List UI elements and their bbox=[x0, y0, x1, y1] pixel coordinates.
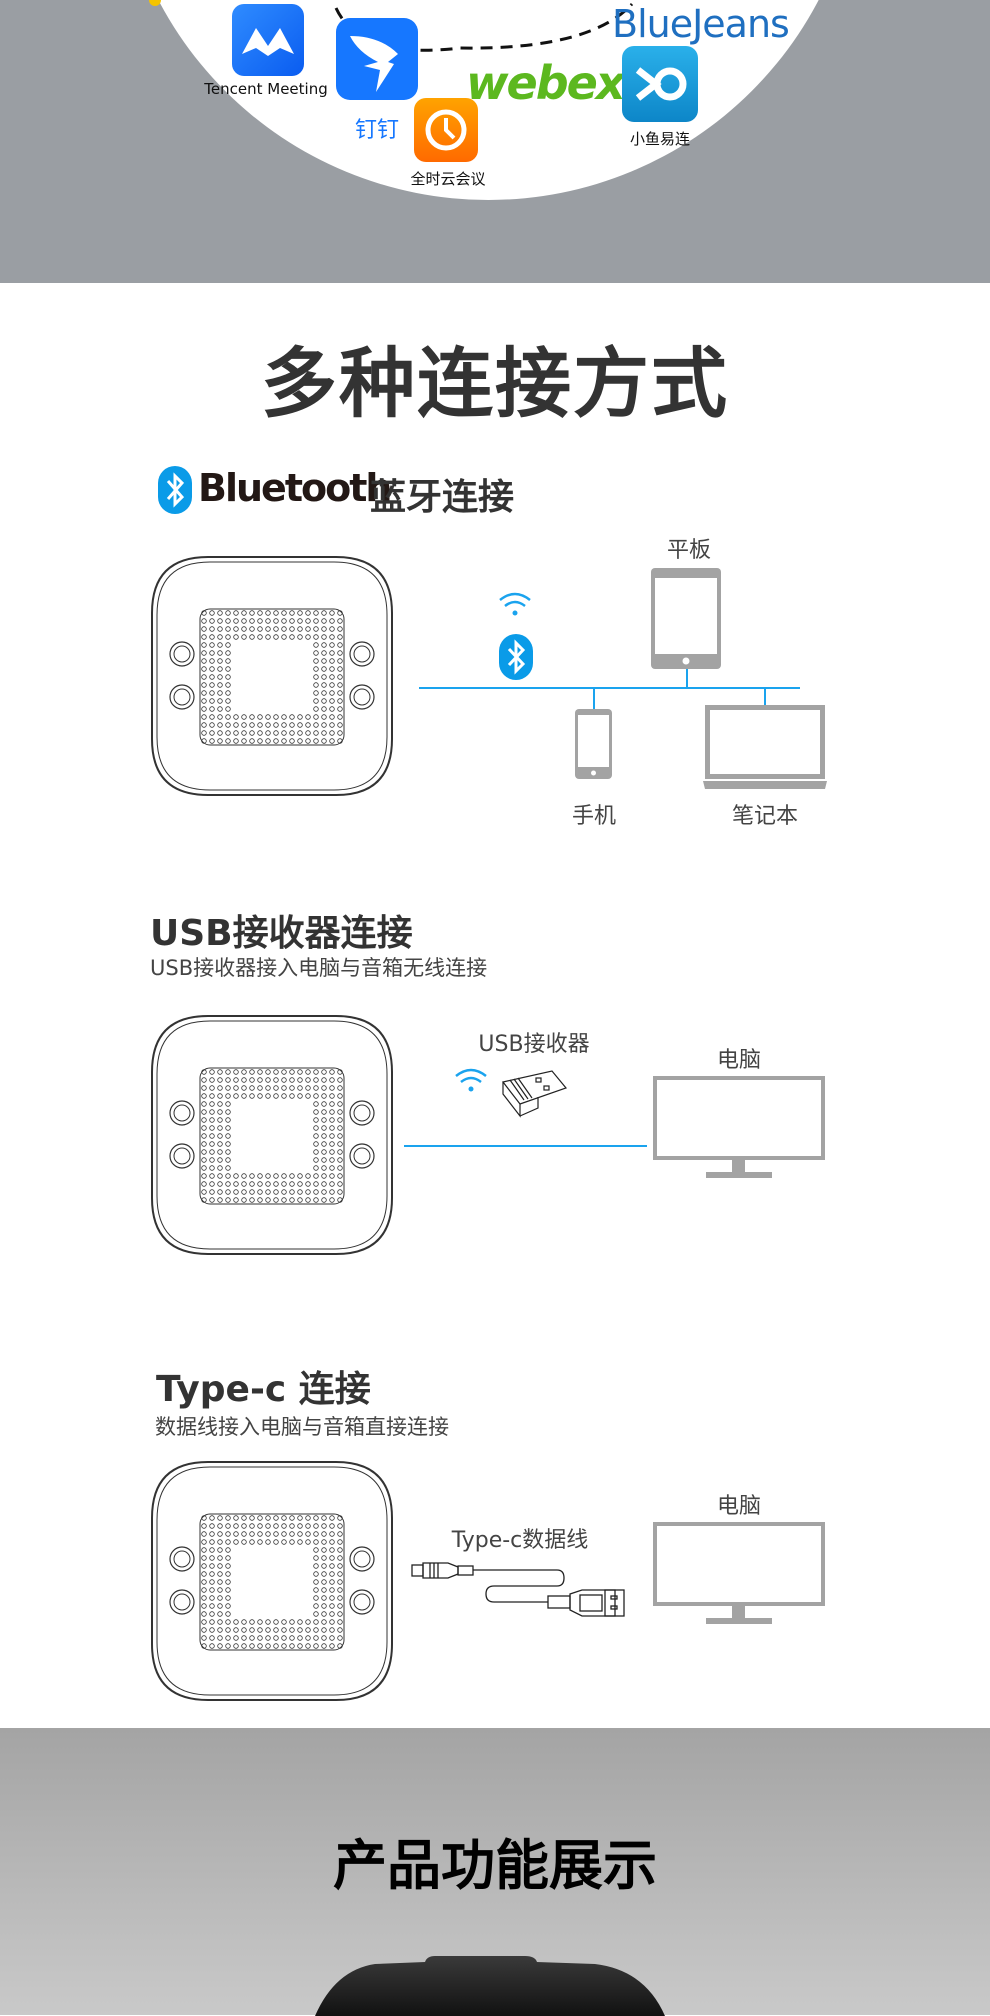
usb-receiver-label: USB接收器 bbox=[478, 1032, 590, 1057]
tencent-meeting-icon bbox=[232, 4, 304, 76]
typec-computer-label: 电脑 bbox=[716, 1494, 762, 1519]
tablet-icon bbox=[651, 568, 721, 669]
volume-up-button-icon bbox=[349, 1546, 375, 1572]
volume-up-button-icon bbox=[349, 1100, 375, 1126]
speaker-illustration bbox=[148, 1012, 396, 1262]
phone-label: 手机 bbox=[571, 804, 617, 829]
typec-subtitle: 数据线接入电脑与音箱直接连接 bbox=[155, 1415, 449, 1439]
xiaoyu-label: 小鱼易连 bbox=[629, 130, 691, 148]
typec-cable-icon bbox=[411, 1562, 625, 1617]
wireless-icon bbox=[499, 592, 531, 616]
volume-down-button-icon bbox=[349, 1143, 375, 1169]
speaker-illustration bbox=[148, 1458, 396, 1708]
xiaoyu-icon bbox=[622, 46, 698, 122]
typec-cable-label: Type-c数据线 bbox=[451, 1528, 589, 1553]
mute-button-icon bbox=[169, 1143, 195, 1169]
quanshi-icon bbox=[414, 98, 478, 162]
volume-up-button-icon bbox=[349, 641, 375, 667]
usb-connection-line bbox=[404, 1145, 647, 1147]
bluejeans-logo: BlueJeans bbox=[612, 2, 790, 46]
tablet-label: 平板 bbox=[666, 538, 712, 563]
mic-mute-button-icon bbox=[169, 1100, 195, 1126]
laptop-label: 笔记本 bbox=[731, 804, 799, 829]
webex-logo: webex bbox=[466, 56, 625, 110]
connector bbox=[593, 688, 595, 710]
connector bbox=[686, 668, 688, 688]
usb-computer-label: 电脑 bbox=[716, 1048, 762, 1073]
typec-title: Type-c 连接 bbox=[156, 1369, 371, 1410]
mic-mute-button-icon bbox=[169, 641, 195, 667]
bluetooth-connection-line bbox=[419, 687, 800, 689]
tencent-meeting-label: Tencent Meeting bbox=[204, 80, 328, 98]
product-image bbox=[315, 1956, 665, 2016]
showcase-section: 产品功能展示 bbox=[0, 1728, 990, 2016]
dingtalk-icon bbox=[336, 18, 418, 100]
quanshi-label: 全时云会议 bbox=[410, 170, 486, 188]
phone-icon bbox=[575, 709, 612, 779]
connector bbox=[764, 688, 766, 706]
usb-dongle-icon bbox=[501, 1070, 568, 1118]
mute-button-icon bbox=[169, 1589, 195, 1615]
usb-subtitle: USB接收器接入电脑与音箱无线连接 bbox=[150, 956, 488, 980]
mic-mute-button-icon bbox=[169, 1546, 195, 1572]
showcase-title: 产品功能展示 bbox=[333, 1834, 657, 1897]
monitor-icon bbox=[653, 1076, 825, 1178]
apps-banner: Tencent Meeting 钉钉 全时云会议 webex BlueJeans… bbox=[0, 0, 990, 283]
bluetooth-signal-icon bbox=[499, 634, 533, 680]
volume-down-button-icon bbox=[349, 1589, 375, 1615]
speaker-illustration bbox=[148, 553, 396, 803]
bluetooth-logo-text: Bluetooth bbox=[198, 466, 392, 510]
bluetooth-icon bbox=[158, 466, 192, 514]
bluetooth-title: 蓝牙连接 bbox=[370, 477, 515, 518]
volume-down-button-icon bbox=[349, 684, 375, 710]
wireless-icon bbox=[455, 1068, 487, 1092]
page-title: 多种连接方式 bbox=[261, 339, 729, 428]
dingtalk-label: 钉钉 bbox=[354, 118, 400, 143]
usb-title: USB接收器连接 bbox=[150, 913, 413, 954]
monitor-icon bbox=[653, 1522, 825, 1624]
laptop-icon bbox=[703, 705, 827, 789]
mute-button-icon bbox=[169, 684, 195, 710]
dashed-arc bbox=[149, 0, 634, 52]
